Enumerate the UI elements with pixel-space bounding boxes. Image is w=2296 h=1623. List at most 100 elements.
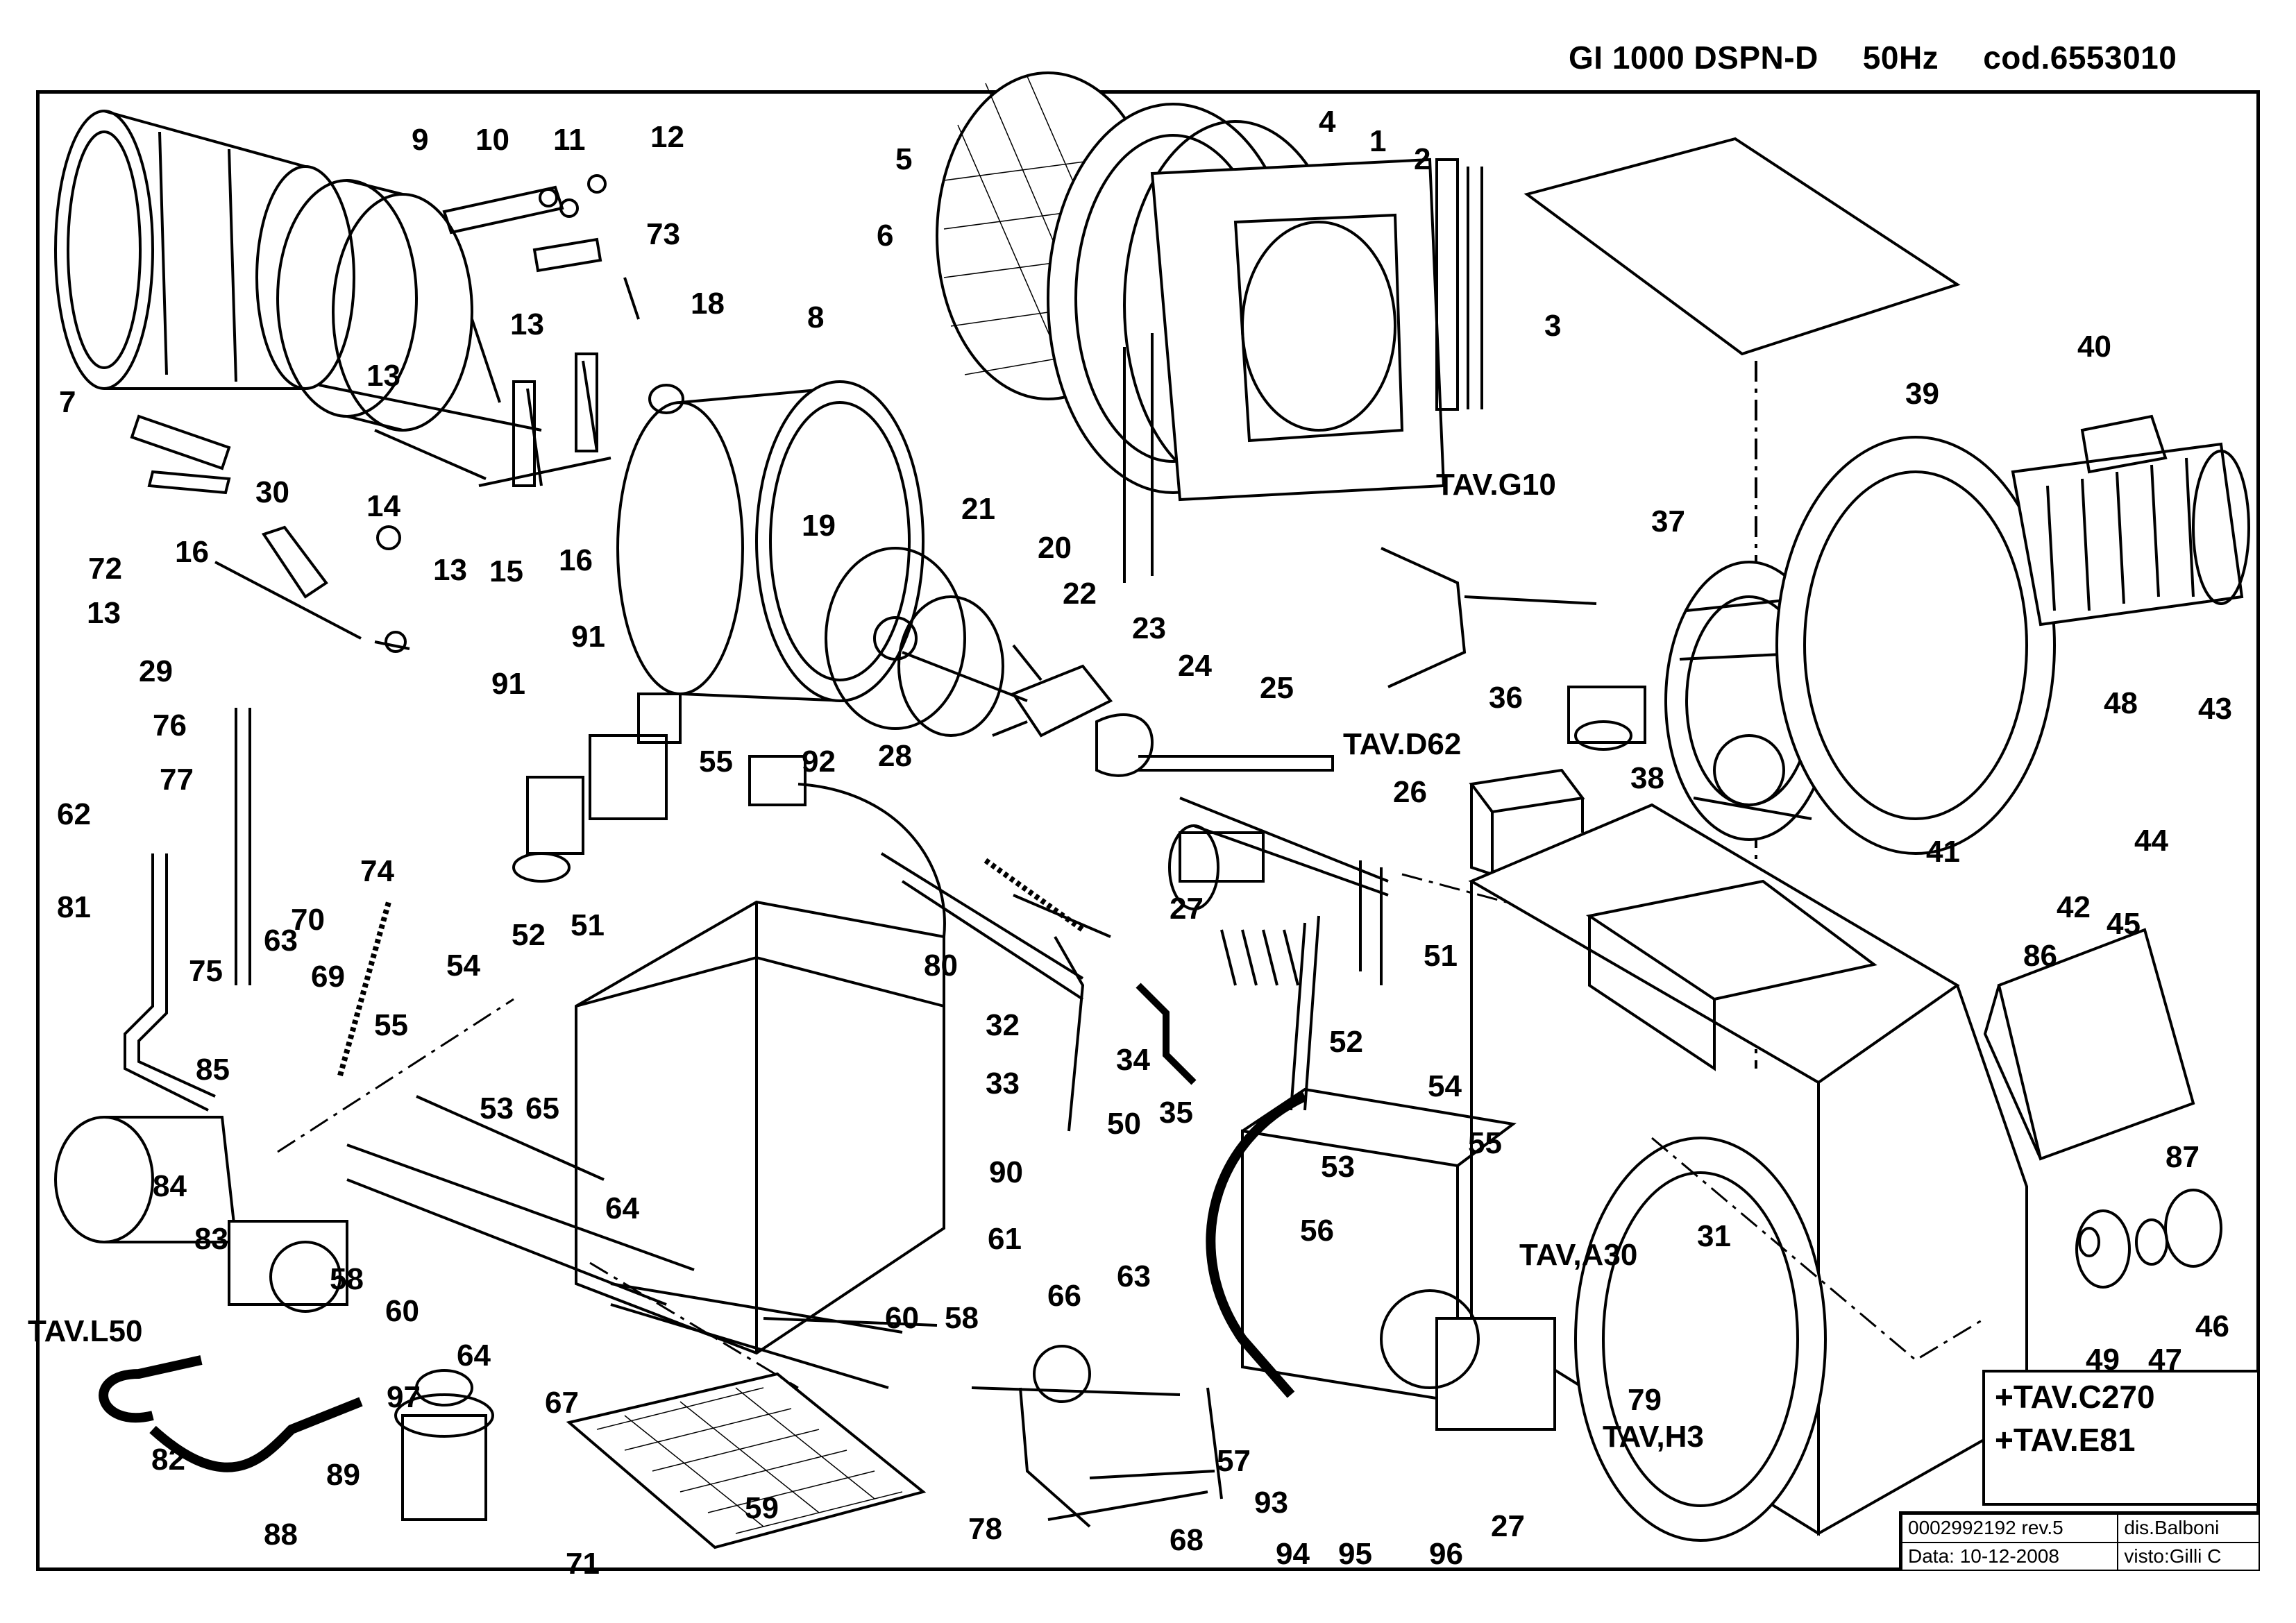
callout-20: 20 bbox=[1038, 531, 1072, 565]
drawing-frame bbox=[36, 90, 2260, 1571]
callout-25: 25 bbox=[1260, 671, 1294, 705]
callout-54: 54 bbox=[446, 949, 480, 983]
callout-9: 9 bbox=[412, 123, 429, 157]
mounting-brackets bbox=[130, 174, 607, 495]
solenoid-valves bbox=[512, 692, 682, 883]
gas-train-cabinet bbox=[575, 783, 946, 1355]
callout-26: 26 bbox=[1393, 775, 1427, 809]
callout-79: 79 bbox=[1628, 1383, 1662, 1417]
oil-filter bbox=[394, 1369, 494, 1521]
callout-27: 27 bbox=[1170, 892, 1204, 926]
callout-67: 67 bbox=[545, 1386, 579, 1420]
callout-91: 91 bbox=[571, 620, 605, 654]
drawn-by: dis.Balboni bbox=[2117, 1513, 2260, 1543]
callout-12: 12 bbox=[650, 120, 684, 154]
callout-92: 92 bbox=[802, 745, 836, 779]
callout-68: 68 bbox=[1170, 1523, 1204, 1557]
nozzle-holder bbox=[992, 644, 1154, 777]
callout-45: 45 bbox=[2107, 907, 2141, 941]
callout-57: 57 bbox=[1217, 1444, 1251, 1478]
callout-38: 38 bbox=[1630, 761, 1664, 795]
oil-lance bbox=[1138, 755, 1389, 1111]
fan-motor bbox=[2011, 414, 2250, 627]
callout-24: 24 bbox=[1178, 649, 1212, 683]
callout-43: 43 bbox=[2198, 692, 2232, 726]
callout-78: 78 bbox=[968, 1512, 1002, 1546]
callout-37: 37 bbox=[1651, 504, 1685, 538]
callout-66: 66 bbox=[1047, 1279, 1081, 1313]
callout-56: 56 bbox=[1300, 1214, 1334, 1248]
callout-65: 65 bbox=[525, 1091, 559, 1125]
callout-55: 55 bbox=[374, 1008, 408, 1042]
fan-backplate bbox=[1775, 436, 2056, 855]
callout-31: 31 bbox=[1697, 1219, 1731, 1253]
drawing-date: Data: 10-12-2008 bbox=[1900, 1541, 2119, 1571]
callout-1: 1 bbox=[1369, 124, 1387, 158]
combustion-head bbox=[616, 380, 925, 702]
callout-53: 53 bbox=[480, 1091, 514, 1125]
callout-40: 40 bbox=[2077, 330, 2111, 364]
spring bbox=[337, 901, 391, 1077]
callout-60: 60 bbox=[885, 1301, 919, 1335]
title-block: 0002992192 rev.5 dis.Balboni Data: 10-12… bbox=[1899, 1511, 2260, 1571]
callout-13: 13 bbox=[87, 596, 121, 630]
checked-by: visto:Gilli C bbox=[2117, 1541, 2260, 1571]
callout-93: 93 bbox=[1254, 1486, 1288, 1520]
callout-15: 15 bbox=[489, 554, 523, 588]
callout-50: 50 bbox=[1107, 1107, 1141, 1141]
callout-23: 23 bbox=[1132, 611, 1166, 645]
callout-64: 64 bbox=[457, 1339, 491, 1373]
callout-14: 14 bbox=[366, 489, 400, 523]
callout-64: 64 bbox=[605, 1191, 639, 1225]
callout-73: 73 bbox=[646, 217, 680, 251]
callout-63: 63 bbox=[1117, 1259, 1151, 1293]
callout-7: 7 bbox=[59, 385, 76, 419]
callout-71: 71 bbox=[566, 1547, 600, 1581]
callout-52: 52 bbox=[512, 918, 546, 952]
callout-8: 8 bbox=[807, 300, 825, 334]
callout-83: 83 bbox=[194, 1222, 228, 1256]
callout-4: 4 bbox=[1319, 105, 1336, 139]
callout-89: 89 bbox=[326, 1458, 360, 1492]
callout-51: 51 bbox=[1424, 939, 1458, 973]
callout-74: 74 bbox=[360, 854, 394, 888]
burner-body bbox=[1468, 803, 2028, 1542]
tav-l50-label: TAV.L50 bbox=[28, 1314, 143, 1348]
oil-pump-motor bbox=[54, 1116, 348, 1313]
callout-96: 96 bbox=[1429, 1537, 1463, 1571]
callout-44: 44 bbox=[2134, 824, 2168, 858]
tav-g10-label: TAV.G10 bbox=[1436, 468, 1556, 502]
callout-46: 46 bbox=[2195, 1309, 2229, 1343]
callout-35: 35 bbox=[1159, 1096, 1193, 1130]
callout-11: 11 bbox=[553, 123, 586, 157]
callout-70: 70 bbox=[291, 903, 325, 937]
spring bbox=[984, 858, 1085, 933]
callout-95: 95 bbox=[1338, 1537, 1372, 1571]
table-ref-e81: +TAV.E81 bbox=[1995, 1422, 2136, 1459]
callout-94: 94 bbox=[1276, 1537, 1310, 1571]
diffuser-ring bbox=[276, 179, 473, 432]
callout-13: 13 bbox=[366, 359, 400, 393]
model-name: GI 1000 DSPN-D bbox=[1569, 40, 1818, 76]
callout-13: 13 bbox=[510, 307, 544, 341]
callout-28: 28 bbox=[878, 739, 912, 773]
ignition-transformer bbox=[1469, 768, 1585, 876]
callout-90: 90 bbox=[989, 1155, 1023, 1189]
return-tubes bbox=[880, 852, 1197, 1132]
callout-39: 39 bbox=[1905, 377, 1939, 411]
callout-18: 18 bbox=[691, 287, 725, 321]
blast-tube bbox=[54, 110, 355, 390]
callout-36: 36 bbox=[1489, 681, 1523, 715]
callout-54: 54 bbox=[1428, 1069, 1462, 1103]
callout-86: 86 bbox=[2023, 939, 2057, 973]
callout-10: 10 bbox=[475, 123, 509, 157]
callout-61: 61 bbox=[988, 1222, 1022, 1256]
callout-42: 42 bbox=[2057, 890, 2091, 924]
stabilizer-discs bbox=[825, 547, 1028, 737]
callout-63: 63 bbox=[264, 924, 298, 958]
callout-55: 55 bbox=[699, 745, 733, 779]
callout-6: 6 bbox=[877, 219, 894, 253]
callout-72: 72 bbox=[88, 552, 122, 586]
